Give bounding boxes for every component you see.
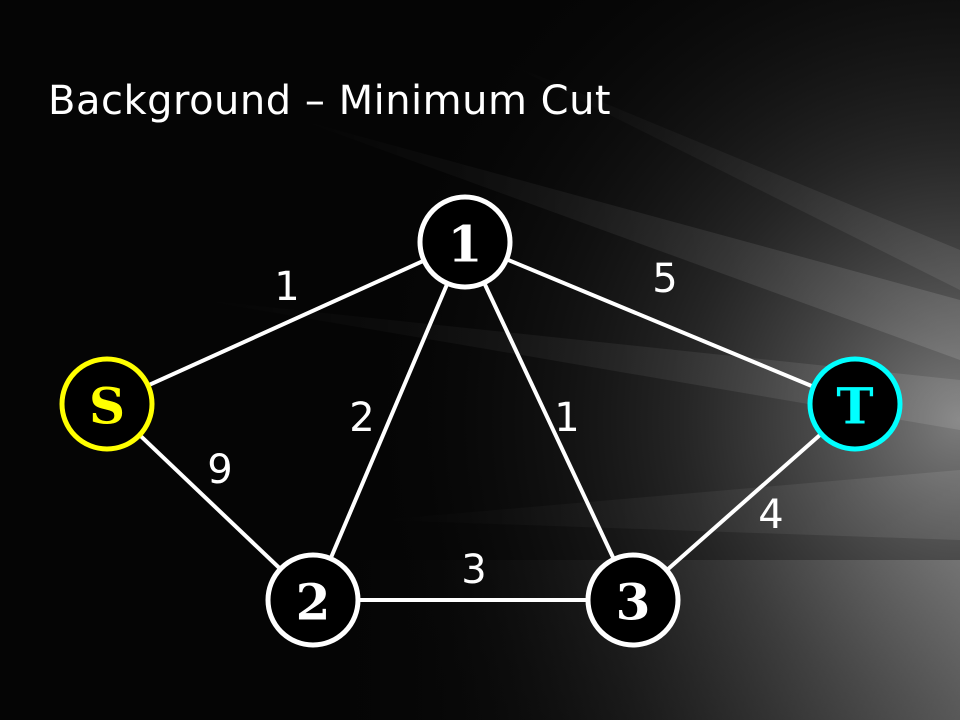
node-circle-T (807, 356, 903, 452)
edge-3-T (631, 402, 857, 602)
edge-weight-S-1: 1 (274, 264, 299, 310)
slide-title: Background – Minimum Cut (48, 78, 612, 124)
edge-1-3 (463, 241, 635, 601)
node-2: 2 (265, 552, 361, 648)
edge-weight-2-3: 3 (461, 547, 486, 593)
node-label-S: S (89, 377, 125, 436)
node-circle-3 (585, 552, 681, 648)
node-label-3: 3 (616, 573, 651, 632)
node-label-T: T (836, 377, 873, 436)
node-1: 1 (417, 194, 513, 290)
edge-weight-3-T: 4 (758, 492, 783, 538)
node-circle-1 (417, 194, 513, 290)
node-label-1: 1 (448, 215, 483, 274)
node-T: T (807, 356, 903, 452)
edge-weight-1-T: 5 (652, 256, 677, 302)
edge-weight-S-2: 9 (207, 447, 232, 493)
node-circle-S (59, 356, 155, 452)
edge-weight-1-3: 1 (554, 395, 579, 441)
edge-S-1 (106, 240, 466, 406)
edge-1-2 (311, 241, 467, 601)
edge-weight-1-2: 2 (349, 395, 374, 441)
node-label-2: 2 (296, 573, 331, 632)
node-3: 3 (585, 552, 681, 648)
edge-1-T (464, 240, 856, 406)
node-circle-2 (265, 552, 361, 648)
node-S: S (59, 356, 155, 452)
